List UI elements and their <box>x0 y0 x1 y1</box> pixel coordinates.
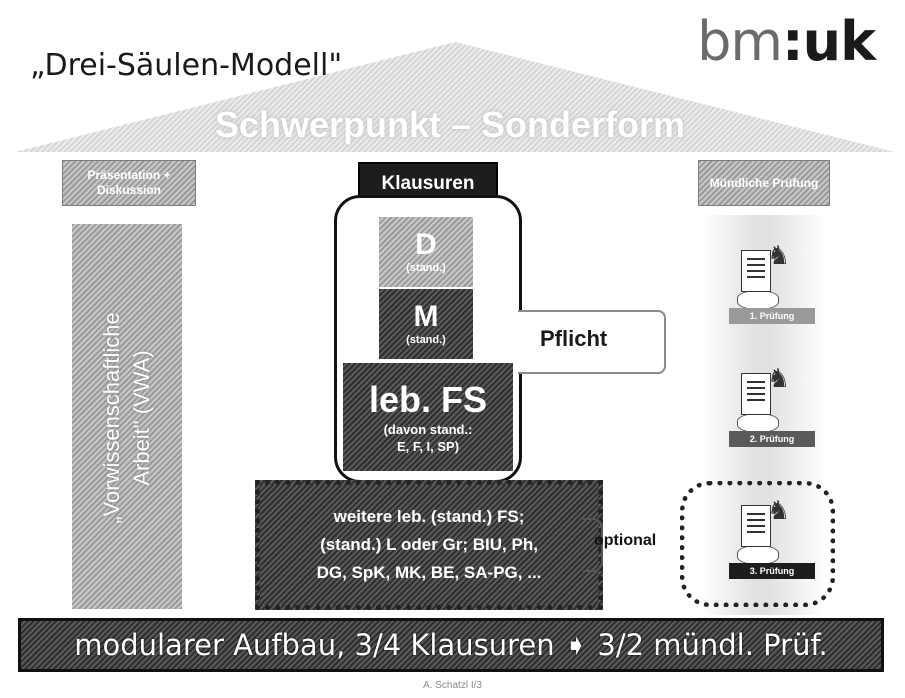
vwa-label-line1: „Vorwissenschaftliche <box>99 312 124 524</box>
block-mathematik-sub: (stand.) <box>406 334 446 346</box>
left-pillar-header-text: Präsentation + Diskussion <box>87 168 171 197</box>
giraffe-icon: ♞ <box>767 240 791 270</box>
giraffe-icon: ♞ <box>767 495 791 525</box>
block-deutsch-sub: (stand.) <box>406 262 446 274</box>
exam-2-label: 2. Prüfung <box>729 431 815 447</box>
exam-1-label: 1. Prüfung <box>729 308 815 324</box>
klausuren-header: Klausuren <box>358 162 498 204</box>
author-credit: A. Schatzl I/3 <box>423 680 482 691</box>
exam-3: ♞ 3. Prüfung <box>729 495 815 583</box>
optional-subjects-line2: (stand.) L oder Gr; BIU, Ph, <box>320 535 538 554</box>
vwa-pillar <box>72 224 182 609</box>
block-fs-title: leb. FS <box>368 379 488 420</box>
exam-pedestal-icon <box>737 413 779 433</box>
left-pillar-header: Präsentation + Diskussion <box>62 160 196 206</box>
vwa-label: „Vorwissenschaftliche Arbeit" (VWA) <box>97 238 157 598</box>
optional-subjects-line1: weitere leb. (stand.) FS; <box>333 507 525 526</box>
exam-2: ♞ 2. Prüfung <box>729 363 815 451</box>
block-mathematik: M (stand.) <box>379 289 473 359</box>
optional-subjects-line3: DG, SpK, MK, BE, SA-PG, ... <box>316 563 542 582</box>
optional-subjects-box: weitere leb. (stand.) FS; (stand.) L ode… <box>255 480 603 610</box>
right-pillar-header: Mündliche Prüfung <box>698 160 830 206</box>
klausuren-header-text: Klausuren <box>381 172 475 194</box>
exam-pedestal-icon <box>737 545 779 565</box>
block-deutsch: D (stand.) <box>379 217 473 287</box>
foundation-bar-text: modularer Aufbau, 3/4 Klausuren ➧ 3/2 mü… <box>74 628 828 662</box>
logo: bm:uk <box>697 10 876 73</box>
pflicht-bracket <box>518 310 666 374</box>
vwa-label-line2: Arbeit" (VWA) <box>129 350 154 486</box>
exam-paper-icon <box>741 505 771 547</box>
right-pillar-header-text: Mündliche Prüfung <box>709 175 819 190</box>
exam-paper-icon <box>741 250 771 292</box>
roof-label: Schwerpunkt – Sonderform <box>214 104 686 145</box>
optional-bracket <box>583 518 603 572</box>
logo-text-bold: :uk <box>782 10 876 73</box>
page-title: „Drei-Säulen-Modell" <box>30 48 343 83</box>
block-fs-sub2: E, F, I, SP) <box>396 439 460 454</box>
logo-text-light: bm <box>697 10 783 73</box>
block-mathematik-title: M <box>413 300 439 333</box>
optional-exam-circle <box>680 481 835 607</box>
pflicht-label: Pflicht <box>540 326 608 351</box>
optional-label: optional <box>594 532 657 549</box>
exam-3-label: 3. Prüfung <box>729 563 815 579</box>
foundation-bar: modularer Aufbau, 3/4 Klausuren ➧ 3/2 mü… <box>18 618 884 672</box>
exam-1: ♞ 1. Prüfung <box>729 240 815 328</box>
exam-pedestal-icon <box>737 290 779 310</box>
block-deutsch-title: D <box>415 228 437 261</box>
exam-paper-icon <box>741 373 771 415</box>
block-fs-sub1: (davon stand.: <box>383 422 473 437</box>
giraffe-icon: ♞ <box>767 363 791 393</box>
block-lebende-fremdsprache: leb. FS (davon stand.: E, F, I, SP) <box>343 363 513 471</box>
